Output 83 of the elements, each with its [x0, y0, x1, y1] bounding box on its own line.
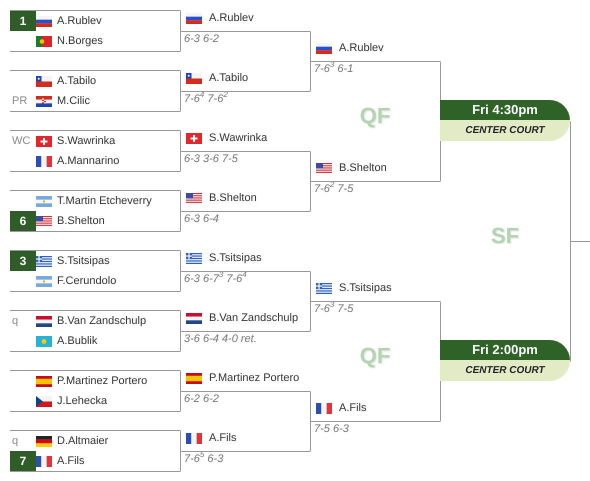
score-text: 6-2 6-2	[184, 393, 219, 406]
bracket-line	[440, 380, 441, 422]
player-name: S.Tsitsipas	[57, 254, 110, 269]
player-name: A.Tabilo	[57, 74, 96, 89]
player-name: T.Martin Etcheverry	[57, 194, 152, 209]
entry-status: PR	[12, 94, 28, 109]
bracket-line	[180, 10, 181, 32]
bracket-line	[180, 430, 181, 452]
score-text: 6-3 6-4	[184, 213, 219, 226]
bracket-line	[310, 31, 311, 62]
round-label: QF	[360, 104, 390, 128]
schedule-box	[440, 340, 570, 381]
player-name: B.Shelton	[339, 161, 387, 176]
bracket-line	[180, 451, 181, 472]
bracket-line	[180, 31, 181, 52]
player-slot	[10, 10, 180, 31]
bracket-line	[180, 370, 181, 392]
bracket-line	[310, 151, 311, 182]
bracket-line	[440, 301, 441, 340]
player-name: N.Borges	[57, 34, 103, 49]
entry-status: WC	[12, 134, 30, 149]
bracket-line	[180, 271, 181, 292]
seed-badge: 7	[10, 451, 36, 471]
player-name: A.Rublev	[57, 14, 102, 29]
seed-badge: 6	[10, 211, 36, 231]
entry-status: q	[12, 434, 18, 449]
bracket-line	[180, 211, 181, 232]
player-name: P.Martinez Portero	[57, 374, 148, 389]
bracket-line	[310, 301, 311, 332]
bracket-line	[440, 140, 441, 182]
player-name: S.Tsitsipas	[339, 281, 392, 296]
bracket-line	[310, 421, 311, 452]
court-name: CENTER COURT	[464, 364, 546, 378]
player-name: M.Cilic	[57, 94, 90, 109]
schedule-box	[440, 100, 570, 141]
time-banner: Fri 4:30pm	[440, 100, 570, 120]
bracket-line	[310, 271, 311, 302]
player-name: A.Bublik	[57, 334, 98, 349]
player-name: J.Lehecka	[57, 394, 108, 409]
player-name: F.Cerundolo	[57, 274, 116, 289]
round-label: SF	[490, 224, 520, 248]
bracket-line	[180, 130, 181, 152]
player-slot	[10, 451, 180, 472]
score-text: 6-3 3-6 7-5	[184, 153, 238, 166]
player-slot	[10, 250, 180, 271]
bracket-line	[180, 391, 181, 412]
player-name: D.Altmaier	[57, 434, 108, 449]
player-name: S.Tsitsipas	[209, 251, 262, 266]
bracket-line	[440, 61, 441, 100]
player-name: A.Rublev	[209, 11, 254, 26]
player-name: P.Martinez Portero	[209, 371, 300, 386]
bracket-line	[180, 91, 181, 112]
bracket-line	[310, 181, 311, 212]
bracket-line	[310, 61, 311, 92]
player-name: S.Wawrinka	[57, 134, 116, 149]
player-name: A.Fils	[57, 454, 84, 469]
seed-badge: 3	[10, 251, 36, 271]
time-banner: Fri 2:00pm	[440, 340, 570, 360]
player-slot	[10, 211, 180, 232]
player-name: A.Fils	[209, 431, 236, 446]
player-name: A.Rublev	[339, 41, 384, 56]
player-name: B.Van Zandschulp	[57, 314, 146, 329]
score-text: 6-3 6-2	[184, 33, 219, 46]
bracket-line	[180, 310, 181, 332]
court-name: CENTER COURT	[464, 124, 546, 138]
player-name: S.Wawrinka	[209, 131, 268, 146]
player-name: B.Shelton	[57, 214, 105, 229]
score-text: 3-6 6-4 4-0 ret.	[184, 333, 257, 346]
bracket-line	[180, 151, 181, 172]
bracket-line	[180, 190, 181, 212]
entry-status: q	[12, 314, 18, 329]
player-name: B.Van Zandschulp	[209, 311, 298, 326]
player-name: A.Mannarino	[57, 154, 120, 169]
bracket-line	[180, 250, 181, 272]
seed-badge: 1	[10, 11, 36, 31]
player-name: A.Fils	[339, 401, 366, 416]
score-text: 7-5 6-3	[314, 423, 349, 436]
bracket-line	[310, 391, 311, 422]
round-label: QF	[360, 344, 390, 368]
bracket-line	[180, 331, 181, 352]
bracket-line	[180, 70, 181, 92]
player-name: B.Shelton	[209, 191, 257, 206]
player-name: A.Tabilo	[209, 71, 248, 86]
